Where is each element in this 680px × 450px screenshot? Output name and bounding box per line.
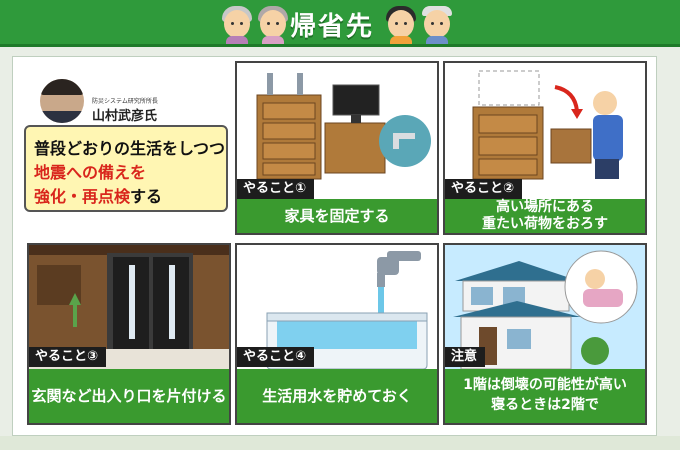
grandfather-icon [420, 4, 454, 44]
card-tag: やること④ [237, 347, 315, 367]
card-clear-entrance: やること③ 玄関など出入り口を片付ける [27, 243, 231, 425]
card-store-water: やること④ 生活用水を貯めておく [235, 243, 439, 425]
bottom-band [0, 436, 680, 450]
grandmother-icon [256, 4, 290, 44]
water-illustration [237, 245, 437, 370]
intro-card: 普段どおりの生活をしつつ 地震への備えを 強化・再点検する [24, 125, 228, 212]
intro-highlight: 強化・再点検 [34, 187, 131, 206]
card-tag: やること① [237, 179, 315, 199]
intro-rest: する [130, 187, 163, 206]
intro-line-3: 強化・再点検する [34, 183, 162, 207]
speaker-title: 防災システム研究所所長 [92, 98, 158, 105]
intro-line-1: 普段どおりの生活をしつつ [34, 139, 226, 158]
heavy-items-illustration [445, 63, 645, 181]
card-caption-line: 寝るときは2階で [491, 397, 599, 413]
header-bar: 帰省先 [0, 0, 680, 47]
page-title: 帰省先 [290, 12, 375, 42]
card-caption-line: 重たい荷物をおろす [482, 216, 608, 232]
intro-line-2: 地震への備えを [34, 163, 147, 182]
card-lower-heavy-items: やること② 高い場所にある 重たい荷物をおろす [443, 61, 647, 235]
card-caption: 生活用水を貯めておく [237, 369, 437, 423]
furniture-illustration [237, 63, 437, 181]
card-caution-sleep-upstairs: 注意 1階は倒壊の可能性が高い 寝るときは2階で [443, 243, 647, 425]
card-caption-line: 高い場所にある [496, 199, 594, 215]
card-tag: やること② [445, 179, 523, 199]
card-caption: 家具を固定する [237, 199, 437, 233]
grandmother-icon [220, 4, 254, 44]
card-fix-furniture: やること① 家具を固定する [235, 61, 439, 235]
speaker-name: 山村武彦氏 [92, 109, 158, 124]
card-tag: やること③ [29, 347, 107, 367]
card-caption: 玄関など出入り口を片付ける [29, 369, 229, 423]
house-illustration [445, 245, 645, 370]
card-tag: 注意 [445, 347, 486, 367]
card-caption-box: 1階は倒壊の可能性が高い 寝るときは2階で [445, 369, 645, 423]
speaker-photo [40, 79, 84, 123]
card-caption-box: 高い場所にある 重たい荷物をおろす [445, 199, 645, 233]
header-stripe [0, 44, 680, 47]
girl-icon [384, 4, 418, 44]
card-caption-line: 1階は倒壊の可能性が高い [463, 377, 627, 393]
